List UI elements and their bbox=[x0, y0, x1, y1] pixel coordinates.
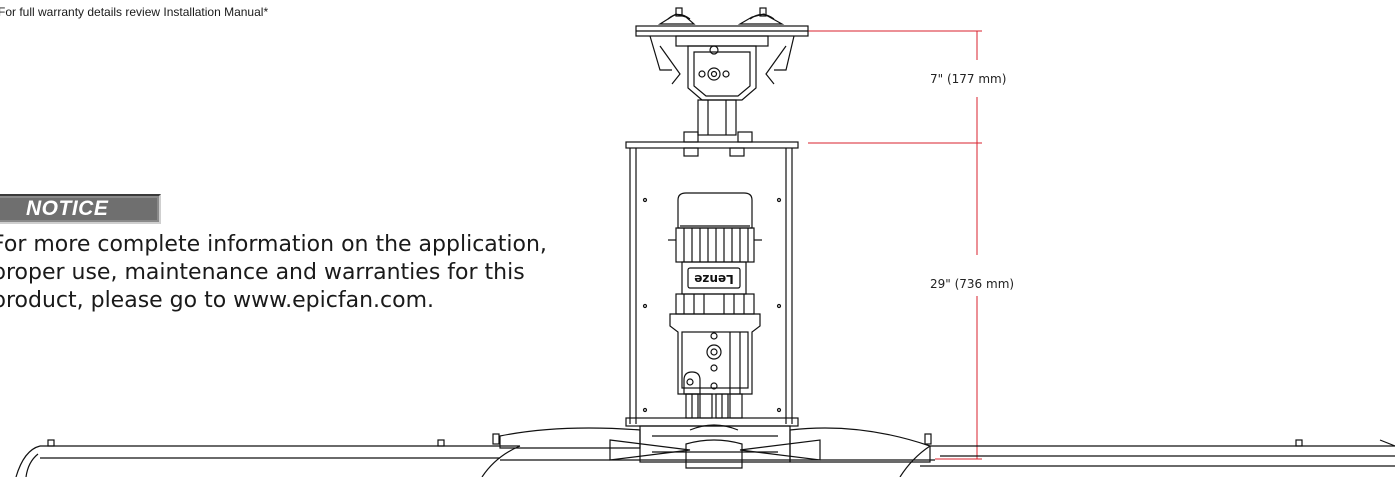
notice-line: proper use, maintenance and warranties f… bbox=[0, 260, 525, 285]
warranty-note: For full warranty details review Install… bbox=[0, 5, 269, 19]
dimension-top-mount: 7" (177 mm) bbox=[930, 72, 1007, 86]
motor: Lenze bbox=[668, 192, 762, 419]
fan-hub bbox=[492, 424, 935, 469]
motor-brand-label: Lenze bbox=[694, 272, 733, 286]
notice-line: For more complete information on the app… bbox=[0, 232, 547, 257]
dimension-overall: 29" (736 mm) bbox=[930, 277, 1015, 291]
fan-blade-right bbox=[899, 439, 1395, 477]
notice-text: For more complete information on the app… bbox=[0, 231, 592, 315]
notice-badge: NOTICE bbox=[0, 194, 161, 224]
dimension-lines bbox=[808, 30, 982, 460]
top-mount-bracket bbox=[635, 7, 809, 143]
fan-blade-left bbox=[15, 439, 521, 477]
notice-label: NOTICE bbox=[26, 197, 109, 220]
notice-line: product, please go to www.epicfan.com. bbox=[0, 288, 434, 313]
